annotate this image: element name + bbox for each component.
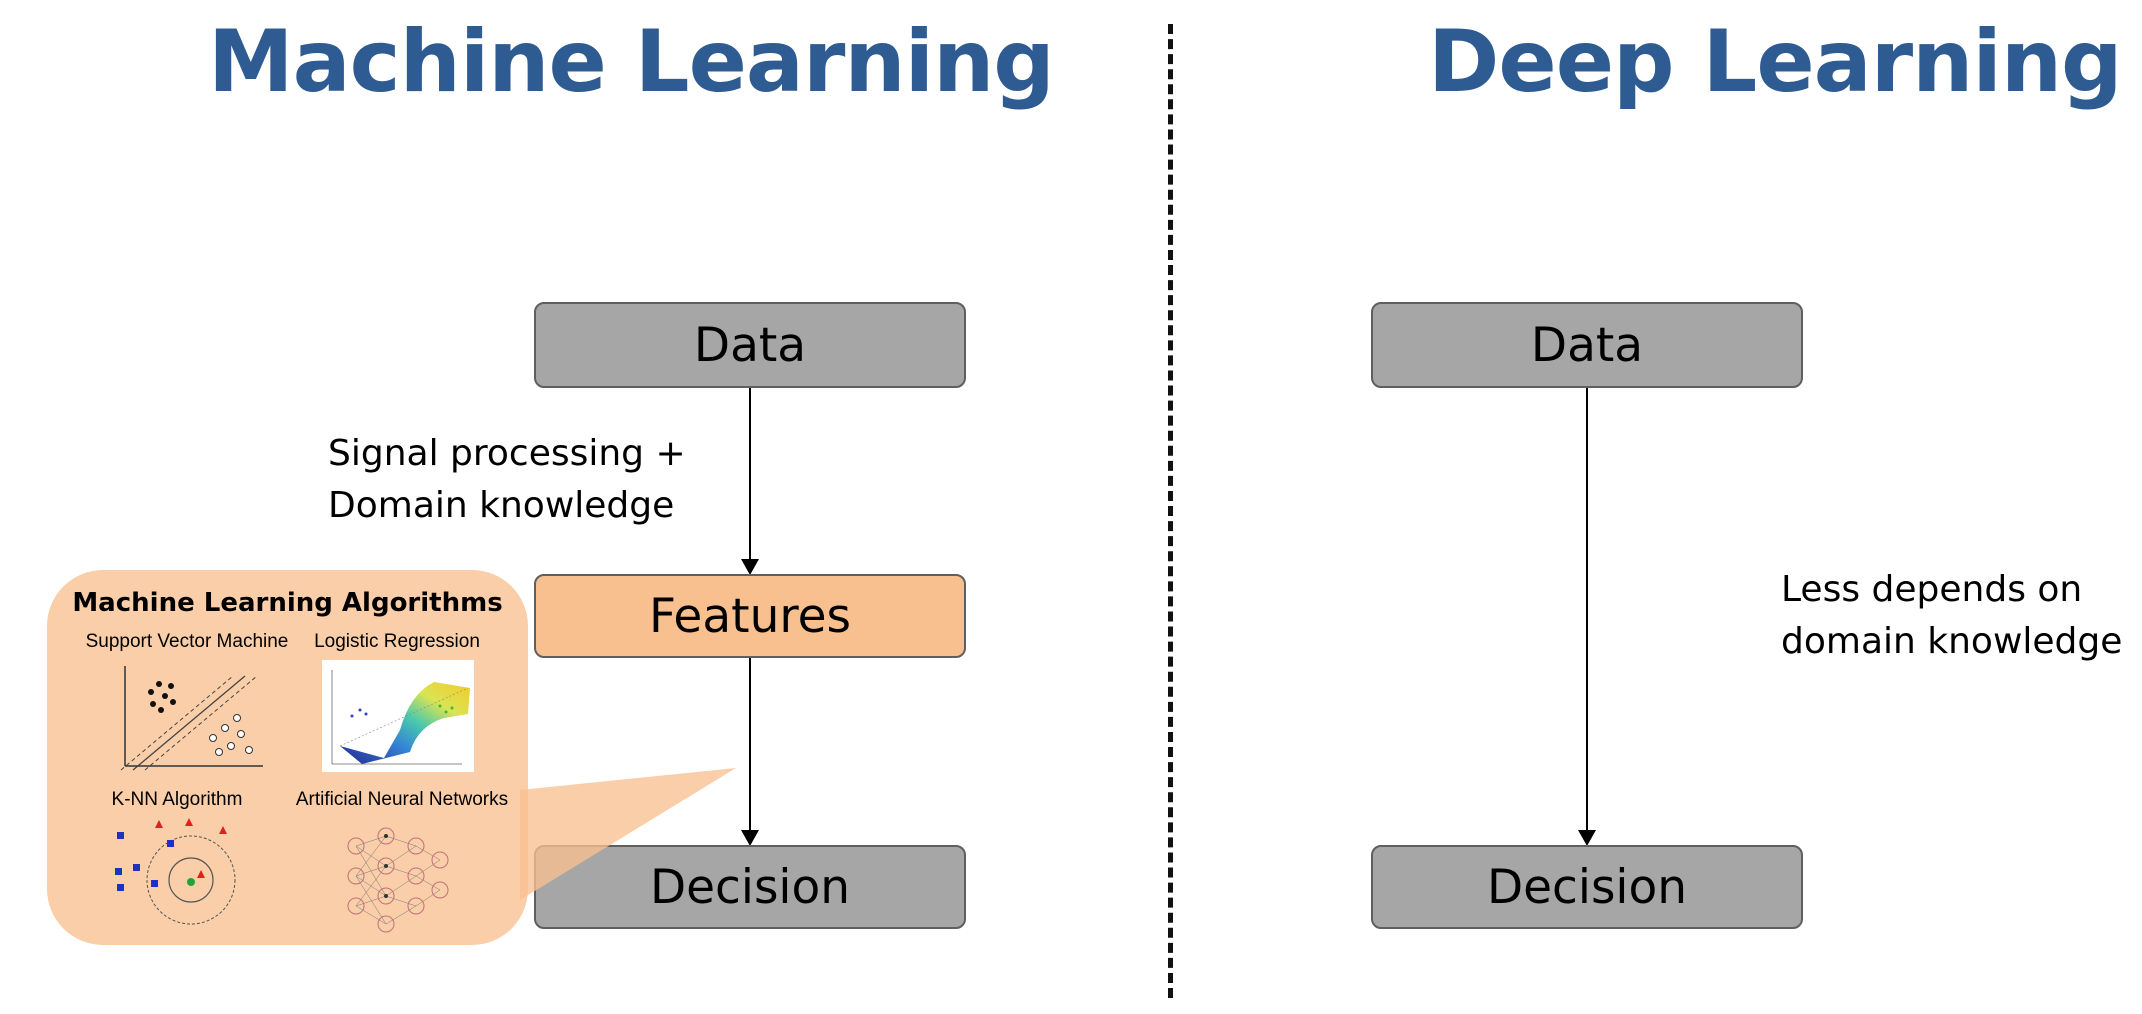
svm-label: Support Vector Machine: [85, 631, 289, 652]
ml-features-to-decision-arrow: [740, 658, 759, 846]
dl-data-box: Data: [1371, 302, 1803, 388]
ml-signal-processing-note: Signal processing + Domain knowledge: [328, 433, 686, 526]
algorithms-panel-content: Machine Learning Algorithms Support Vect…: [47, 570, 528, 945]
ml-data-to-features-arrow: [740, 388, 759, 575]
neural-network-icon: [347, 827, 449, 933]
svm-plot-icon: [120, 666, 263, 771]
dl-decision-box: Decision: [1371, 845, 1803, 929]
dl-data-to-decision-arrow: [1577, 388, 1596, 846]
dl-domain-knowledge-note: Less depends on domain knowledge: [1781, 569, 2123, 662]
knn-label: K-NN Algorithm: [111, 789, 243, 810]
ml-features-box: Features: [534, 574, 966, 658]
machine-learning-title: Machine Learning: [208, 12, 1055, 112]
ann-label: Artificial Neural Networks: [295, 789, 509, 810]
section-divider: [1168, 24, 1173, 998]
logistic-regression-label: Logistic Regression: [314, 631, 480, 652]
ml-decision-box: Decision: [534, 845, 966, 929]
logistic-surface-icon: [322, 660, 474, 772]
algorithms-panel-title: Machine Learning Algorithms: [72, 588, 503, 618]
knn-plot-icon: [115, 818, 236, 925]
deep-learning-title: Deep Learning: [1428, 12, 2123, 112]
ml-data-box: Data: [534, 302, 966, 388]
